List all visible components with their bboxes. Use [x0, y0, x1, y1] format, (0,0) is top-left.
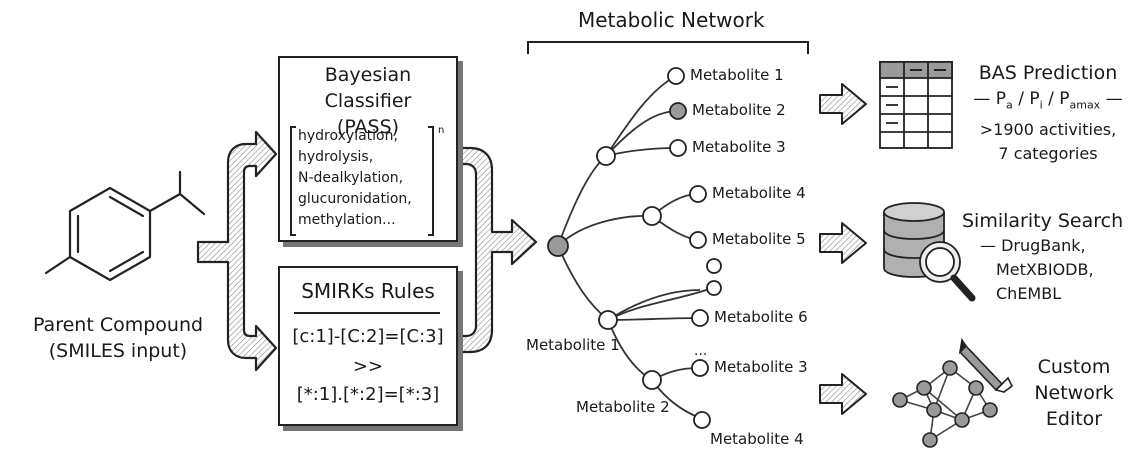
bas-title: BAS Prediction — [978, 62, 1118, 84]
similarity-line2: MetXBIODB, — [996, 260, 1094, 279]
node-metabolite-3 — [669, 139, 687, 157]
bas-dash-left: — — [973, 89, 991, 109]
editor-line3: Editor — [1045, 408, 1103, 430]
network-label-metabolite-5: Metabolite 5 — [712, 230, 806, 248]
similarity-line3: ChEMBL — [996, 284, 1062, 303]
smirks-title-underline — [294, 312, 440, 314]
network-bracket — [527, 41, 809, 54]
smirks-title: SMIRKs Rules — [301, 279, 435, 303]
node-lower-hub — [598, 310, 618, 330]
pencil-icon — [958, 337, 1014, 393]
parent-compound-label: Parent Compound (SMILES input) — [18, 312, 218, 364]
network-label-metabolite-1: Metabolite 1 — [690, 66, 784, 84]
bayes-item: glucuronidation, — [298, 191, 412, 207]
node-metabolite-6 — [691, 309, 709, 327]
smirks-line3: [*:1].[*:2]=[*:3] — [296, 384, 440, 405]
node-upper-hub — [596, 146, 616, 166]
bayes-item: N-dealkylation, — [298, 170, 404, 186]
arrow-to-bas — [819, 83, 867, 125]
node-mid-hub — [642, 206, 662, 226]
bas-pa: P — [995, 89, 1007, 109]
network-ellipsis: ... — [694, 343, 708, 359]
bas-pi-sub: i — [1039, 98, 1043, 112]
bas-prediction-panel: BAS Prediction — Pa / Pi / Pamax — >1900… — [964, 60, 1132, 166]
parent-label-line1: Parent Compound — [32, 314, 204, 336]
bayes-exponent: n — [438, 125, 445, 136]
network-label-inner-metabolite-1: Metabolite 1 — [526, 336, 620, 354]
arrow-to-editor — [819, 373, 867, 415]
smirks-line2: >> — [352, 356, 384, 377]
node-lower-hub-2 — [642, 370, 662, 390]
node-metabolite-1 — [667, 67, 685, 85]
node-lower-metabolite-3 — [691, 359, 709, 377]
network-graph-icon — [892, 360, 998, 448]
network-label-lower-metabolite-4: Metabolite 4 — [710, 430, 804, 448]
bas-line3: 7 categories — [998, 144, 1098, 164]
network-label-inner-metabolite-2: Metabolite 2 — [576, 398, 670, 416]
bas-sep-2: / — [1048, 89, 1054, 109]
table-icon — [879, 61, 953, 149]
bas-pamax-sub: amax — [1069, 98, 1101, 112]
editor-line1: Custom — [1037, 356, 1111, 378]
network-title: Metabolic Network — [578, 8, 765, 32]
bayes-transform-list: hydroxylation, hydrolysis, N-dealkylatio… — [290, 126, 434, 236]
smirks-line1: [c:1]-[C:2]=[C:3] — [292, 326, 444, 347]
root-node — [547, 235, 569, 257]
database-search-icon — [883, 202, 976, 302]
split-arrow — [196, 130, 278, 372]
arrow-to-similarity — [819, 222, 867, 264]
parent-molecule-icon — [44, 170, 206, 282]
network-label-metabolite-4: Metabolite 4 — [712, 184, 806, 202]
bas-line2: >1900 activities, — [979, 120, 1117, 140]
bayes-title-line1: Bayesian Classifier — [324, 64, 412, 112]
node-metabolite-4 — [689, 185, 707, 203]
merge-arrow — [458, 146, 538, 354]
network-label-metabolite-2: Metabolite 2 — [692, 101, 786, 119]
bayes-item: hydroxylation, — [298, 128, 398, 144]
node-extra-1 — [706, 258, 722, 274]
node-lower-metabolite-4 — [693, 411, 711, 429]
bas-sep-1: / — [1018, 89, 1024, 109]
bas-pamax: P — [1059, 89, 1070, 109]
node-extra-2 — [706, 280, 722, 296]
editor-line2: Network — [1034, 382, 1114, 404]
bayes-title-line2: (PASS) — [336, 116, 400, 138]
network-label-metabolite-3: Metabolite 3 — [692, 138, 786, 156]
bas-pi: P — [1029, 89, 1040, 109]
bayes-item: methylation... — [298, 212, 396, 228]
network-edges — [557, 75, 713, 419]
bas-pa-sub: a — [1006, 98, 1013, 112]
similarity-title: Similarity Search — [962, 210, 1124, 232]
bas-dash-right: — — [1105, 89, 1123, 109]
node-metabolite-5 — [689, 231, 707, 249]
bayes-item: hydrolysis, — [298, 149, 374, 165]
bas-formula: — Pa / Pi / Pamax — — [964, 86, 1132, 118]
bayesian-classifier-box: Bayesian Classifier (PASS) hydroxylation… — [278, 56, 458, 242]
similarity-line1: — DrugBank, — [980, 236, 1086, 255]
network-label-lower-metabolite-3: Metabolite 3 — [714, 358, 808, 376]
similarity-search-panel: Similarity Search — DrugBank, MetXBIODB,… — [962, 208, 1134, 306]
network-label-metabolite-6: Metabolite 6 — [714, 308, 808, 326]
custom-editor-panel: Custom Network Editor — [1018, 354, 1130, 432]
network-nodes — [547, 67, 722, 429]
smirks-rules-box: SMIRKs Rules [c:1]-[C:2]=[C:3] >> [*:1].… — [278, 266, 458, 426]
parent-label-line2: (SMILES input) — [48, 340, 188, 362]
output-arrows — [819, 83, 867, 415]
node-metabolite-2 — [669, 102, 687, 120]
